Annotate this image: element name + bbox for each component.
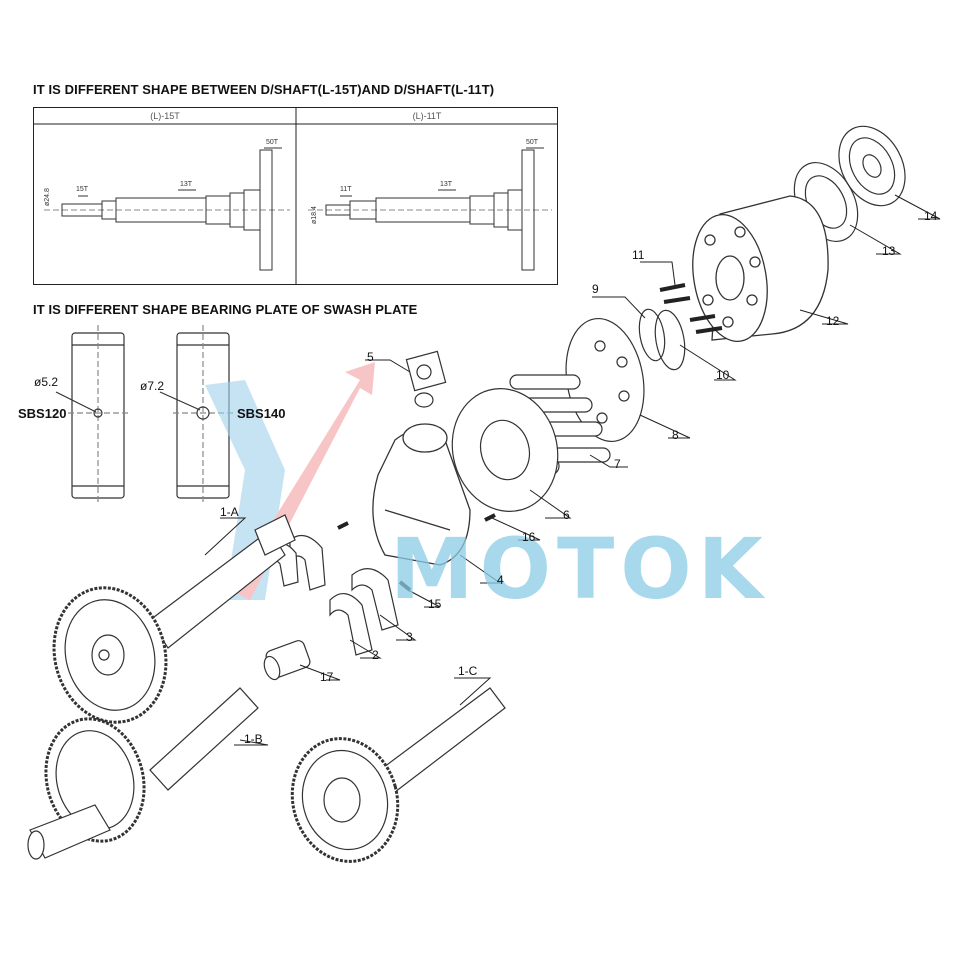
sbs120-label: SBS120 — [18, 406, 67, 421]
shaft-15t-drawing — [44, 147, 290, 271]
callout-17: 17 — [320, 670, 334, 684]
shaft-11t-drawing — [308, 147, 552, 271]
left-spline-label: 15T — [76, 186, 89, 193]
part-2-3-bearing-plates — [269, 534, 399, 656]
part-6-plate — [451, 388, 559, 512]
part-17-bushing — [263, 640, 311, 681]
part-11-pins — [659, 283, 723, 334]
left-mid-label: 13T — [180, 181, 193, 188]
part-5-block — [405, 350, 447, 408]
callout-4: 4 — [497, 573, 504, 587]
part-4-swash-plate — [372, 423, 471, 566]
bearing-plate-sbs120 — [55, 325, 130, 505]
callout-11: 11 — [632, 248, 645, 262]
shaft-difference-heading: IT IS DIFFERENT SHAPE BETWEEN D/SHAFT(L-… — [33, 82, 495, 97]
left-diameter-label: ø24.8 — [44, 188, 51, 206]
part-14-valve-plate — [838, 125, 906, 207]
sbs120-diameter: ø5.2 — [34, 375, 59, 389]
callout-7: 7 — [614, 457, 621, 471]
sbs140-diameter: ø7.2 — [140, 379, 165, 393]
left-flange-label: 50T — [266, 139, 279, 146]
callout-12: 12 — [826, 314, 840, 328]
bearing-plate-sbs140 — [159, 325, 235, 505]
callout-leaders — [204, 194, 941, 746]
callout-8: 8 — [672, 428, 679, 442]
sbs140-label: SBS140 — [237, 406, 286, 421]
callout-3: 3 — [406, 630, 413, 644]
part-12-cylinder-block — [692, 195, 829, 342]
callout-13: 13 — [882, 244, 896, 258]
callout-1a: 1-A — [220, 505, 239, 519]
callout-10: 10 — [716, 368, 730, 382]
callout-1c: 1-C — [458, 664, 478, 678]
right-diameter-label: ø18.4 — [311, 206, 318, 224]
watermark-text: MOTOK — [390, 520, 769, 618]
shaft-1b — [27, 687, 259, 860]
column-header-11t: (L)-11T — [412, 111, 442, 121]
callout-15: 15 — [428, 597, 442, 611]
shaft-1a — [52, 514, 296, 724]
part-15-16-pins — [337, 513, 496, 592]
callout-6: 6 — [563, 508, 570, 522]
callout-5: 5 — [367, 350, 374, 364]
part-9-10-rings — [638, 308, 686, 371]
column-header-15t: (L)-15T — [150, 111, 180, 121]
callout-1b: 1-B — [244, 732, 263, 746]
callout-2: 2 — [372, 648, 379, 662]
right-mid-label: 13T — [440, 181, 453, 188]
right-flange-label: 50T — [526, 139, 539, 146]
shaft-1c — [290, 687, 506, 863]
callout-9: 9 — [592, 282, 599, 296]
right-spline-label: 11T — [340, 186, 352, 193]
callout-16: 16 — [522, 530, 536, 544]
callout-14: 14 — [924, 209, 938, 223]
bearing-plate-heading: IT IS DIFFERENT SHAPE BEARING PLATE OF S… — [33, 302, 418, 317]
